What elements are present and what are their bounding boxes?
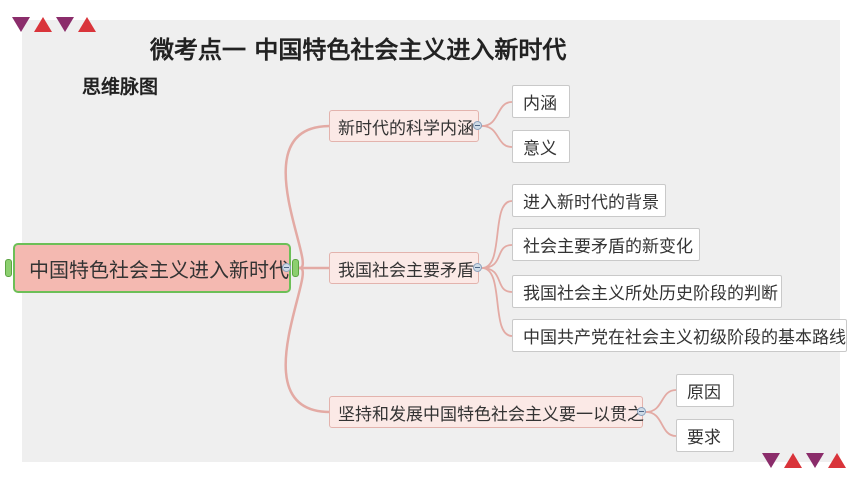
leaf-label: 要求 [687, 428, 721, 448]
branch-topic-2[interactable]: 我国社会主要矛盾 [329, 252, 479, 284]
leaf-label: 进入新时代的背景 [523, 193, 659, 213]
central-topic-label: 中国特色社会主义进入新时代 [29, 257, 289, 282]
leaf-topic[interactable]: 意义 [512, 130, 570, 163]
decorative-triangles-bottom [762, 453, 846, 468]
collapse-icon[interactable] [473, 121, 482, 130]
slide-title: 微考点一 中国特色社会主义进入新时代 [150, 36, 567, 64]
connector-central-branch1 [284, 124, 332, 270]
leaf-label: 意义 [523, 139, 557, 159]
leaf-topic[interactable]: 我国社会主义所处历史阶段的判断 [512, 275, 782, 308]
connector-branch2-child3 [481, 267, 513, 293]
branch-label: 我国社会主要矛盾 [338, 260, 474, 281]
connector-branch3-child1 [645, 389, 677, 413]
central-topic[interactable]: 中国特色社会主义进入新时代 [13, 243, 291, 293]
triangle-down-icon [762, 453, 780, 468]
leaf-label: 中国共产党在社会主义初级阶段的基本路线 [523, 328, 846, 348]
triangle-down-icon [12, 17, 30, 32]
expand-right-handle[interactable] [292, 259, 299, 277]
leaf-label: 我国社会主义所处历史阶段的判断 [523, 284, 778, 304]
leaf-label: 原因 [687, 383, 721, 403]
expand-left-handle[interactable] [5, 259, 12, 277]
leaf-topic[interactable]: 社会主要矛盾的新变化 [512, 228, 700, 261]
leaf-topic[interactable]: 进入新时代的背景 [512, 184, 666, 217]
triangle-up-icon [78, 17, 96, 32]
leaf-label: 社会主要矛盾的新变化 [523, 237, 693, 257]
connector-central-branch3 [284, 266, 332, 414]
triangle-down-icon [56, 17, 74, 32]
branch-label: 新时代的科学内涵 [338, 118, 474, 139]
collapse-icon[interactable] [473, 263, 482, 272]
collapse-icon[interactable] [637, 407, 646, 416]
triangle-up-icon [828, 453, 846, 468]
branch-label: 坚持和发展中国特色社会主义要一以贯之 [338, 404, 644, 425]
triangle-up-icon [34, 17, 52, 32]
collapse-icon[interactable] [282, 263, 291, 272]
connector-branch1-child1 [481, 101, 513, 127]
triangle-up-icon [784, 453, 802, 468]
triangle-down-icon [806, 453, 824, 468]
leaf-topic[interactable]: 中国共产党在社会主义初级阶段的基本路线 [512, 319, 847, 352]
connector-branch1-child2 [481, 125, 513, 148]
branch-topic-3[interactable]: 坚持和发展中国特色社会主义要一以贯之 [329, 396, 644, 428]
slide-subtitle: 思维脉图 [82, 76, 159, 98]
leaf-topic[interactable]: 原因 [676, 374, 734, 407]
branch-topic-1[interactable]: 新时代的科学内涵 [329, 110, 479, 142]
connector-branch2-child1 [481, 200, 513, 269]
leaf-label: 内涵 [523, 94, 557, 114]
connector-branch3-child2 [645, 411, 677, 437]
connector-branch2-child2 [481, 244, 513, 269]
decorative-triangles-top [12, 17, 96, 32]
leaf-topic[interactable]: 要求 [676, 419, 734, 452]
connector-branch2-child4 [481, 267, 513, 337]
leaf-topic[interactable]: 内涵 [512, 85, 570, 118]
